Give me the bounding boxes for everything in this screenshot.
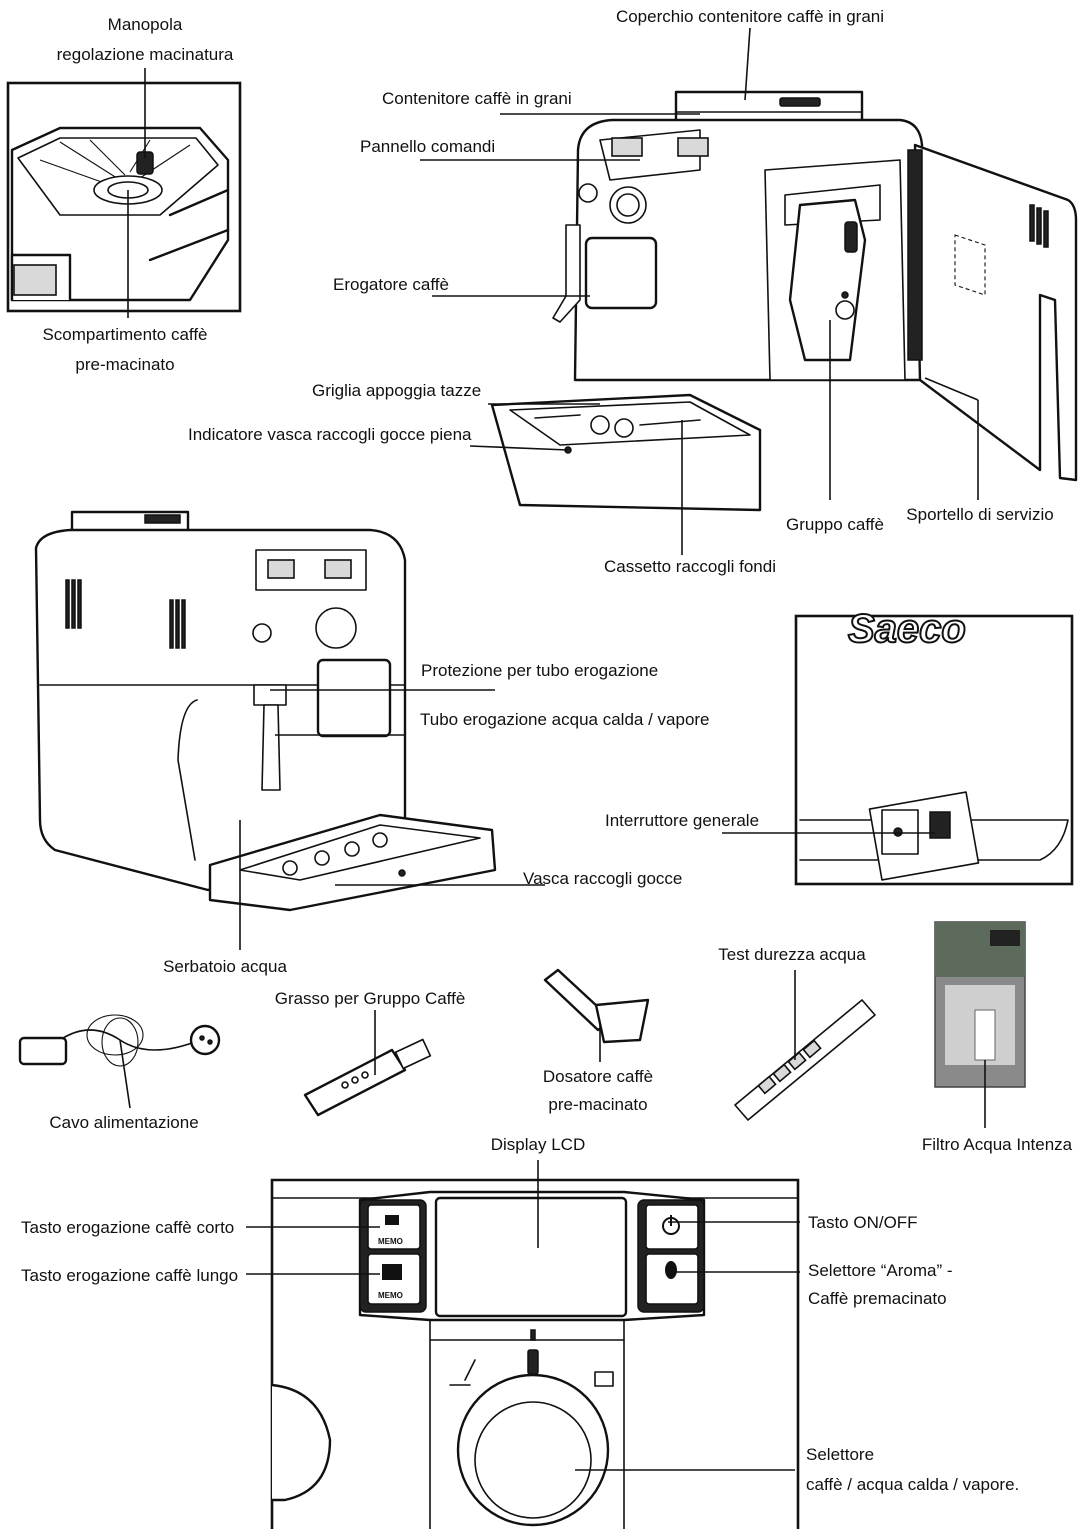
label-gruppo: Gruppo caffè — [786, 515, 884, 534]
label-tasto-on: Tasto ON/OFF — [808, 1213, 918, 1232]
label-display: Display LCD — [491, 1135, 585, 1154]
label-vasca: Vasca raccogli gocce — [523, 869, 682, 888]
part-labels: Manopola regolazione macinatura Scompart… — [21, 7, 1073, 1494]
label-dosatore-1: Dosatore caffè — [543, 1067, 653, 1086]
label-coperchio: Coperchio contenitore caffè in grani — [616, 7, 884, 26]
grinder-inset — [6, 81, 242, 313]
small-cup-icon — [385, 1215, 399, 1225]
machine-front-view — [34, 510, 497, 912]
machine-open-door — [490, 90, 1078, 512]
label-test: Test durezza acqua — [718, 945, 866, 964]
label-scompartimento-2: pre-macinato — [75, 355, 174, 374]
label-interruttore: Interruttore generale — [605, 811, 759, 830]
label-filtro: Filtro Acqua Intenza — [922, 1135, 1073, 1154]
label-manopola-1: Manopola — [108, 15, 183, 34]
label-griglia: Griglia appoggia tazze — [312, 381, 481, 400]
ground-coffee-scoop — [543, 968, 650, 1044]
label-sportello: Sportello di servizio — [906, 505, 1053, 524]
leader-lines — [119, 27, 986, 1471]
hot-water-cup-icon — [594, 1371, 614, 1387]
label-erogatore: Erogatore caffè — [333, 275, 449, 294]
label-pannello: Pannello comandi — [360, 137, 495, 156]
label-manopola-2: regolazione macinatura — [57, 45, 234, 64]
power-cord — [18, 1014, 221, 1067]
label-selettore-2: caffè / acqua calda / vapore. — [806, 1475, 1019, 1494]
label-serbatoio: Serbatoio acqua — [163, 957, 287, 976]
label-tubo: Tubo erogazione acqua calda / vapore — [420, 710, 710, 729]
label-contenitore: Contenitore caffè in grani — [382, 89, 572, 108]
label-aroma-1: Selettore “Aroma” - — [808, 1261, 953, 1280]
large-cup-icon — [382, 1264, 402, 1280]
label-aroma-2: Caffè premacinato — [808, 1289, 947, 1308]
label-selettore-1: Selettore — [806, 1445, 874, 1464]
brand-logo: Saeco — [848, 607, 966, 651]
water-hardness-strip — [734, 999, 876, 1121]
label-protezione: Protezione per tubo erogazione — [421, 661, 658, 680]
label-grasso: Grasso per Gruppo Caffè — [275, 989, 466, 1008]
label-cavo: Cavo alimentazione — [49, 1113, 198, 1132]
memo-label-1: MEMO — [378, 1237, 403, 1246]
memo-label-2: MEMO — [378, 1291, 403, 1300]
coffee-bean-icon — [665, 1261, 677, 1279]
grease-tube — [303, 1038, 432, 1117]
steam-wand-icon — [449, 1359, 476, 1386]
label-dosatore-2: pre-macinato — [548, 1095, 647, 1114]
water-filter-box — [934, 921, 1026, 1088]
control-panel-closeup: MEMO MEMO — [270, 1178, 800, 1529]
label-cassetto: Cassetto raccogli fondi — [604, 557, 776, 576]
label-tasto-corto: Tasto erogazione caffè corto — [21, 1218, 234, 1237]
label-indicatore: Indicatore vasca raccogli gocce piena — [188, 425, 472, 444]
label-tasto-lungo: Tasto erogazione caffè lungo — [21, 1266, 238, 1285]
label-scompartimento-1: Scompartimento caffè — [42, 325, 207, 344]
back-panel-inset: Saeco — [794, 606, 1074, 886]
